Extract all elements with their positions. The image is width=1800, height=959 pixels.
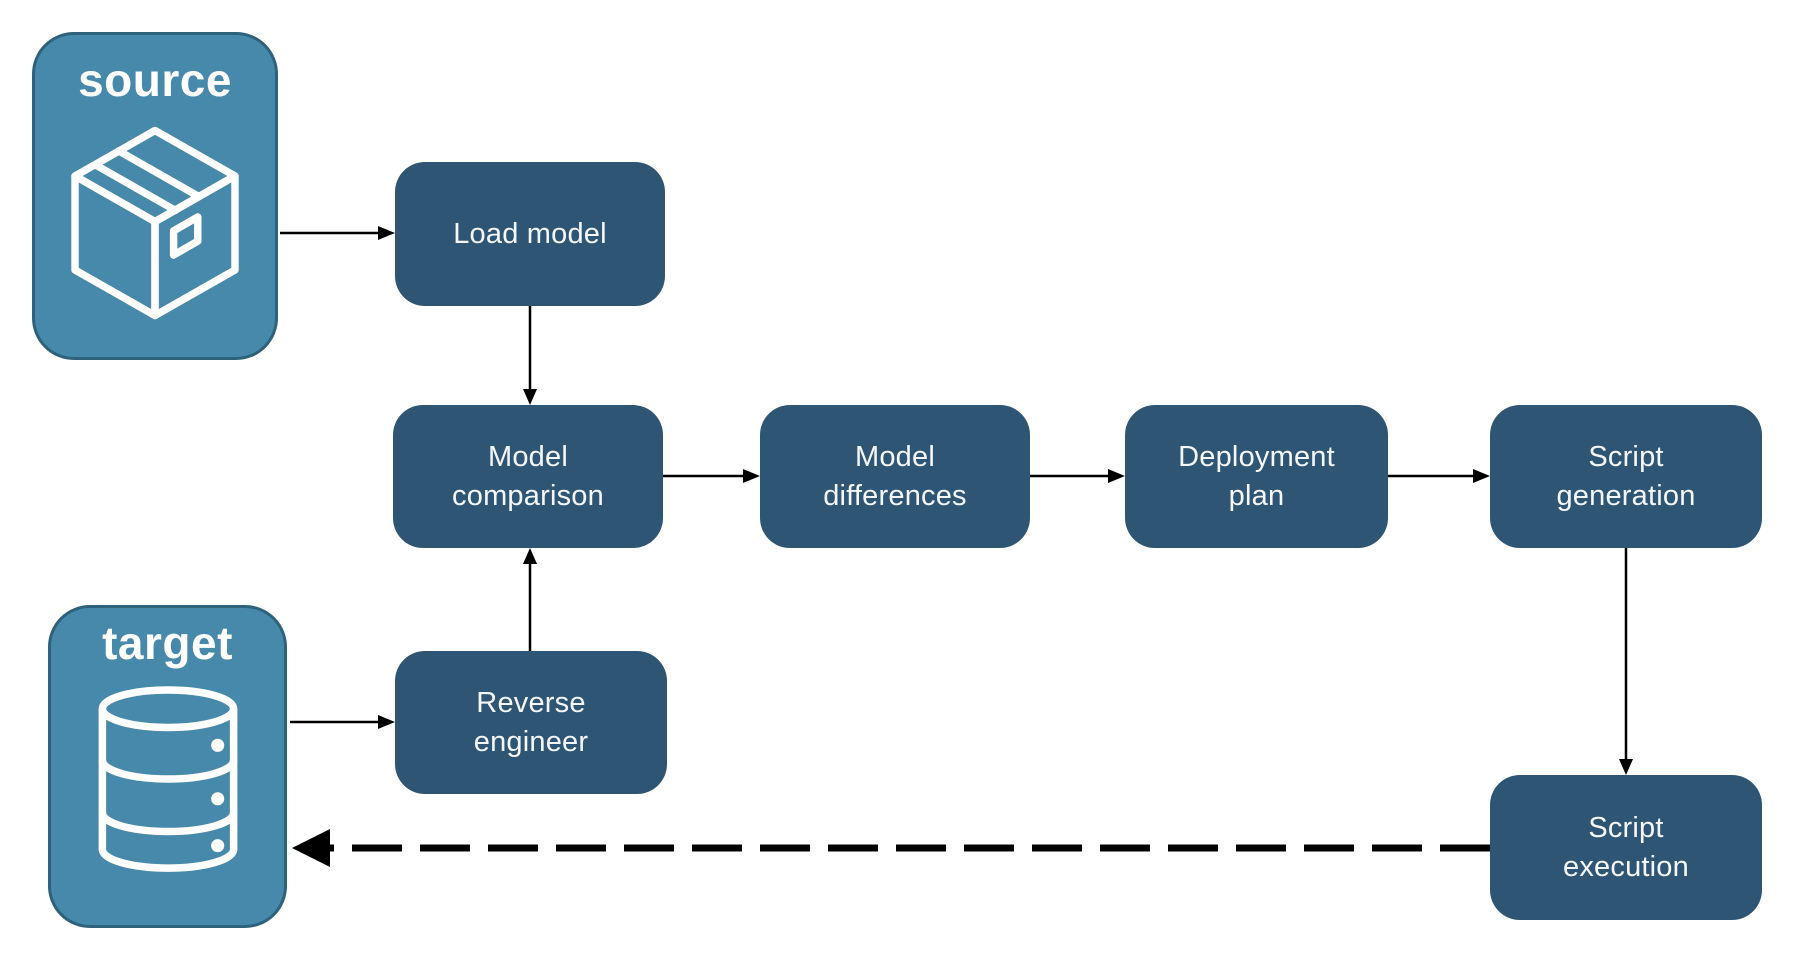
edge-load-model-to-model-comparison [523, 306, 537, 405]
edge-source-to-load-model [280, 226, 395, 240]
edge-deployment-plan-to-script-generation [1388, 469, 1490, 483]
package-icon [71, 126, 239, 320]
target-container: target [48, 605, 287, 928]
node-load-model: Load model [395, 162, 665, 306]
edge-target-to-reverse-engineer [290, 715, 395, 729]
edge-script-generation-to-script-execution [1619, 548, 1633, 775]
node-deployment-plan: Deployment plan [1125, 405, 1388, 548]
source-label: source [78, 54, 232, 106]
edge-script-execution-to-target [292, 829, 1490, 867]
node-model-comparison: Model comparison [393, 405, 663, 548]
node-model-differences: Model differences [760, 405, 1030, 548]
edge-reverse-engineer-to-model-comparison [523, 548, 537, 651]
node-script-execution: Script execution [1490, 775, 1762, 920]
node-reverse-engineer: Reverse engineer [395, 651, 667, 794]
source-container: source [32, 32, 278, 360]
edge-model-differences-to-deployment-plan [1030, 469, 1125, 483]
edge-model-comparison-to-model-differences [663, 469, 760, 483]
node-script-generation: Script generation [1490, 405, 1762, 548]
target-label: target [102, 617, 233, 669]
database-icon [98, 686, 237, 872]
